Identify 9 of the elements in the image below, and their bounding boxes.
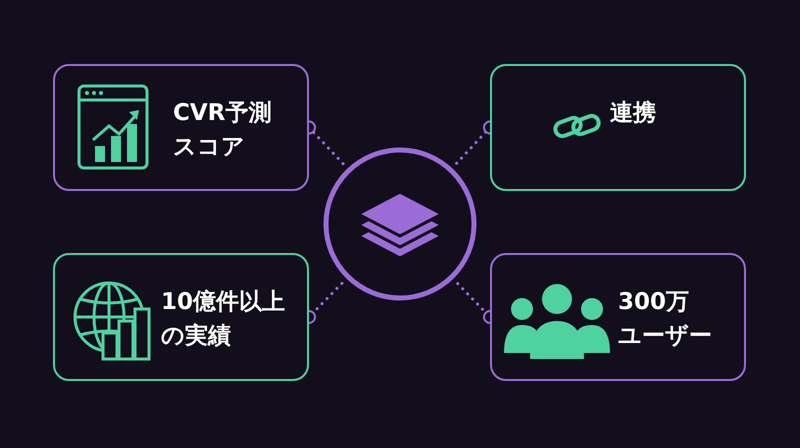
feature-card bbox=[53, 64, 309, 191]
feature-label: 10億件以上の実績 bbox=[161, 288, 286, 351]
feature-card bbox=[490, 64, 746, 191]
feature-label: CVR予測スコア bbox=[173, 98, 272, 162]
layers-circle bbox=[323, 147, 477, 301]
feature-card bbox=[53, 253, 309, 381]
feature-card bbox=[490, 253, 746, 381]
feature-label: 300万ユーザー bbox=[618, 288, 713, 351]
feature-label: 連携 bbox=[610, 98, 657, 128]
